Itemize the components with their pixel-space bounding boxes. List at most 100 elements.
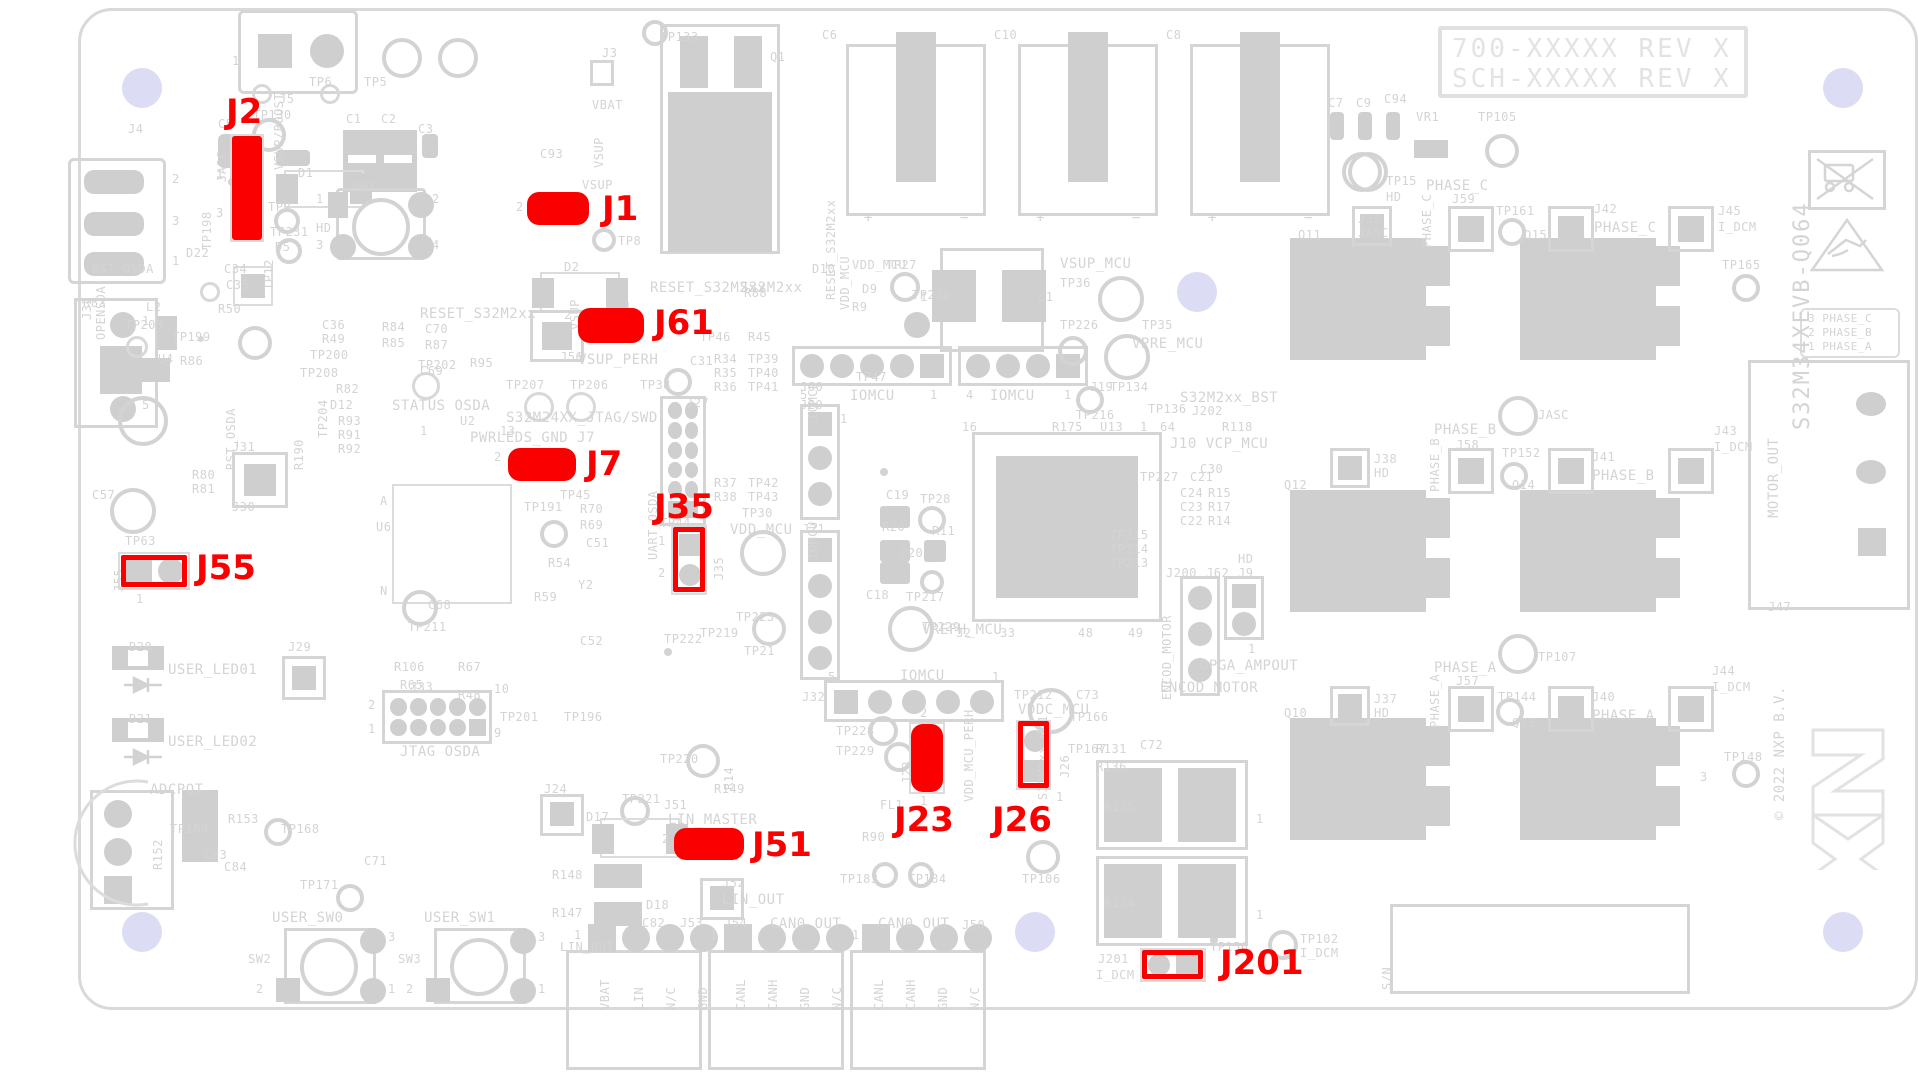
header-j21-p1 (808, 538, 832, 562)
silk-u13-pin33: 33 (1000, 626, 1016, 640)
pad-j38-inner (1338, 456, 1362, 480)
highlight-marker-j35[interactable] (673, 527, 705, 592)
testpoint-tp133 (642, 20, 668, 46)
connector-j3-body (668, 92, 772, 252)
highlight-marker-j26[interactable] (1018, 721, 1049, 788)
highlight-marker-j7[interactable] (508, 448, 576, 481)
mosfet-q12 (1290, 490, 1426, 612)
silk-label-j19: J19 (1090, 380, 1114, 394)
silk-label-j56: J56 (560, 350, 584, 364)
silk-label-r153: R153 (228, 812, 259, 826)
header-j32-p5 (834, 690, 858, 714)
led-d20-win (128, 650, 148, 666)
testpoint-tp198 (200, 282, 220, 302)
testpoint-jasc-top (1342, 152, 1382, 192)
silk-j7-13: 13 (500, 424, 516, 438)
silk-label-lin-out: LIN_OUT (722, 892, 785, 908)
header-j60-p1 (920, 354, 944, 378)
component-j31-pad (244, 464, 276, 496)
silk-label-r17: R17 (1208, 500, 1232, 514)
mosfet-q15 (1520, 238, 1656, 360)
silk-label-r131: R131 (1096, 742, 1127, 756)
res-r135-b (1178, 768, 1236, 842)
cap-c10-body (1068, 32, 1108, 182)
led-d21-symbol (120, 746, 166, 768)
silk-label-j47: J47 (1768, 600, 1792, 614)
mosfet-q10 (1290, 718, 1426, 840)
silk-r135-1: 1 (1256, 812, 1264, 826)
silk-label-u4: U4 (158, 352, 174, 366)
pin-label-canl: CANL (872, 979, 886, 1010)
silk-vlabel-iomcu: IOMCU (806, 521, 820, 560)
silk-label-tp2: TP2 (268, 200, 292, 214)
silk-label-r80: R80 (192, 468, 216, 482)
silk-label-j44: J44 (1712, 664, 1736, 678)
silk-vlabel-tp198: TP198 (200, 211, 214, 250)
silk-label-tp5: TP5 (364, 75, 388, 89)
silk-label-tp6: TP6 (309, 75, 333, 89)
header-opga-p1 (1232, 612, 1256, 636)
silk-j23-1: 1 (920, 794, 928, 808)
switch-sw3-outline (434, 928, 526, 1004)
connector-j56-pad (542, 322, 572, 350)
silk-label-j31: J31 (232, 440, 256, 454)
res-r148 (594, 864, 642, 888)
silk-label-j45: J45 (1718, 204, 1742, 218)
silk-label-r175: R175 (1052, 420, 1083, 434)
silk-vlabel-motor-out: MOTOR_OUT (1766, 437, 1782, 518)
pin-label-canh: CANH (766, 979, 780, 1010)
connector-j55-outline (118, 552, 190, 590)
pin-label-n-c: N/C (830, 986, 844, 1010)
silk-label-c73: C73 (1076, 688, 1100, 702)
highlight-marker-j55[interactable] (121, 555, 187, 587)
connector-j26-pad-1 (1024, 760, 1046, 782)
silk-label-tp40: TP40 (748, 366, 779, 380)
highlight-marker-j51[interactable] (674, 828, 744, 860)
header-opga-outline (1224, 576, 1264, 640)
highlight-marker-j201[interactable] (1142, 950, 1203, 979)
silk-label-s32m24xx-jtag-swd: S32M24XX_JTAG/SWD (506, 410, 658, 426)
highlight-marker-j1[interactable] (527, 192, 589, 225)
pad-j43 (1668, 448, 1714, 494)
highlight-marker-j61[interactable] (578, 308, 644, 343)
silk-label-tp44: TP44 (660, 516, 691, 530)
silk-label-r67: R67 (458, 660, 482, 674)
testpoint-tp148 (1732, 760, 1760, 788)
silk-label-r91: R91 (338, 428, 362, 442)
adcpot-pad-2 (104, 838, 132, 866)
silk-label-r88: R88 (744, 286, 768, 300)
cap-c8-body (1240, 32, 1280, 182)
testpoint-tp217 (920, 570, 944, 594)
silk-label-user-led02: USER_LED02 (168, 734, 258, 750)
highlight-marker-j2[interactable] (232, 136, 262, 240)
testpoint-tp105 (1485, 134, 1519, 168)
pad-j40 (1548, 686, 1594, 732)
silk-label-tp43: TP43 (748, 490, 779, 504)
component-j31-outline (232, 452, 288, 508)
switch-sw2-p1 (360, 978, 386, 1004)
header-j32-p3 (902, 690, 926, 714)
component-j52-pad (710, 886, 734, 910)
header-j19-outline (958, 346, 1088, 386)
highlight-marker-j23[interactable] (911, 724, 943, 792)
silk-vlabel-tp204: TP204 (316, 399, 330, 438)
silk-label-r95: R95 (470, 356, 494, 370)
testpoint-tp220-ring (686, 744, 720, 778)
silk-label-lin-master: LIN_MASTER (668, 812, 758, 828)
silk-label-tp15: TP15 (1386, 174, 1417, 188)
silk-j20-1: 1 (840, 412, 848, 426)
silk-j23-2: 2 (920, 706, 928, 720)
pin-label-canh: CANH (904, 979, 918, 1010)
header-opga-p2 (1232, 584, 1256, 608)
silk-label-r106: R106 (394, 660, 425, 674)
bga-u6-outline (392, 484, 512, 604)
silk-label-reset-s32m2xx: RESET_S32M2xx (420, 306, 537, 322)
silk-label-tp207: TP207 (506, 378, 545, 392)
silk-label-tp161: TP161 (1496, 204, 1535, 218)
testpoint-tp102 (1268, 930, 1298, 960)
silk-label-j200: J200 (1166, 566, 1197, 580)
silk-label-tp45: TP45 (560, 488, 591, 502)
silk-label-tp229: TP229 (836, 744, 875, 758)
mosfet-q15-tab-a (1656, 246, 1680, 286)
header-jtag-grid (390, 698, 486, 736)
